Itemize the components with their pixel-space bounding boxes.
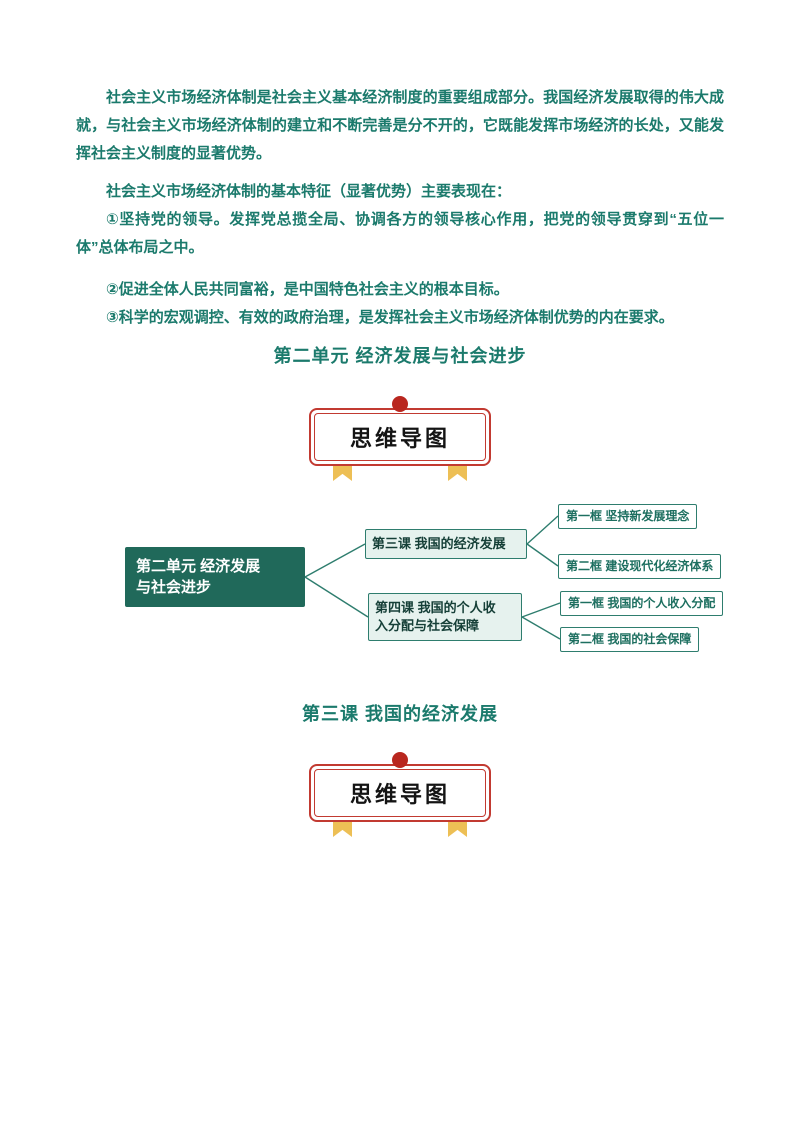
red-dot-icon: [392, 396, 408, 412]
section2-heading: 第三课 我国的经济发展: [302, 704, 498, 724]
mindmap-badge: 思维导图: [309, 752, 491, 837]
mindmap-leaf-frame4: 第二框 我国的社会保障: [560, 627, 700, 652]
paragraph: ②促进全体人民共同富裕，是中国特色社会主义的根本目标。: [106, 281, 509, 298]
paragraph: 社会主义市场经济体制是社会主义基本经济制度的重要组成部分。我国经济发展取得的伟大…: [76, 89, 724, 162]
badge-label: 思维导图: [349, 782, 450, 807]
section1-heading: 第二单元 经济发展与社会进步: [273, 346, 527, 366]
mindmap-branch-lesson3: 第三课 我国的经济发展: [365, 529, 527, 559]
mindmap-branch-lesson4: 第四课 我国的个人收 入分配与社会保障: [368, 593, 522, 641]
badge-frame: 思维导图: [309, 764, 491, 822]
badge-inner-frame: 思维导图: [314, 769, 486, 817]
paragraph: ③科学的宏观调控、有效的政府治理，是发挥社会主义市场经济体制优势的内在要求。: [106, 309, 674, 326]
mindmap-leaf-frame1: 第一框 坚持新发展理念: [558, 504, 698, 529]
mindmap-connectors: [304, 515, 561, 640]
ribbon-icon: [448, 820, 467, 837]
paragraph: ①坚持党的领导。发挥党总揽全局、协调各方的领导核心作用，把党的领导贯穿到“五位一…: [76, 211, 724, 256]
badge-label: 思维导图: [349, 426, 450, 451]
ribbon-icon: [333, 464, 352, 481]
mindmap-leaf-frame2: 第二框 建设现代化经济体系: [558, 554, 722, 579]
red-dot-icon: [392, 752, 408, 768]
badge-inner-frame: 思维导图: [314, 413, 486, 461]
paragraph: 社会主义市场经济体制的基本特征（显著优势）主要表现在：: [106, 183, 512, 200]
ribbon-icon: [448, 464, 467, 481]
mindmap-root-node: 第二单元 经济发展 与社会进步: [125, 547, 305, 607]
mindmap-leaf-frame3: 第一框 我国的个人收入分配: [560, 591, 724, 616]
unit2-mindmap: 第二单元 经济发展 与社会进步 第三课 我国的经济发展 第四课 我国的个人收 入…: [0, 495, 800, 675]
badge-frame: 思维导图: [309, 408, 491, 466]
notes-section: 社会主义市场经济体制是社会主义基本经济制度的重要组成部分。我国经济发展取得的伟大…: [76, 84, 724, 332]
mindmap-badge: 思维导图: [309, 396, 491, 481]
ribbon-icon: [333, 820, 352, 837]
